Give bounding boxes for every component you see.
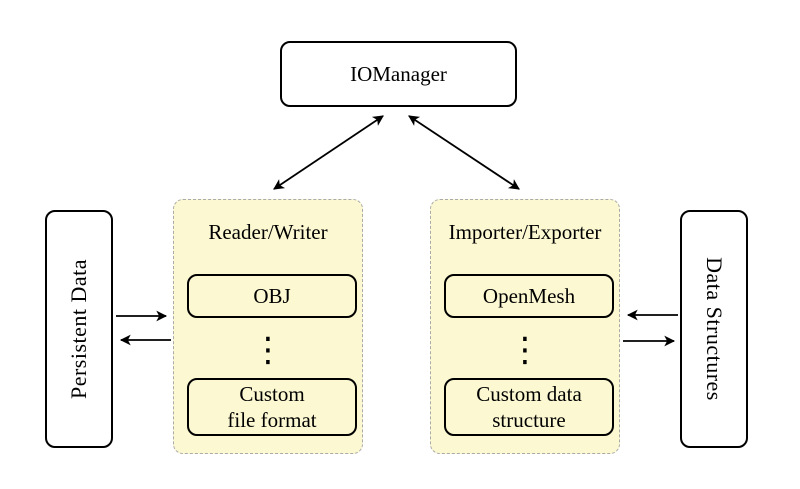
vertical-ellipsis: ⋮ <box>174 328 362 372</box>
iomanager-label: IOManager <box>350 61 447 86</box>
custom-file-format-node: Custom file format <box>187 378 357 436</box>
custom-data-structure-line1: Custom data <box>476 382 582 406</box>
persistent-data-label: Persistent Data <box>66 258 91 400</box>
reader-writer-group: Reader/Writer OBJ ⋮ Custom file format <box>173 199 363 454</box>
openmesh-node: OpenMesh <box>444 274 614 318</box>
importer-exporter-group: Importer/Exporter OpenMesh ⋮ Custom data… <box>430 199 620 454</box>
custom-data-structure-line2: structure <box>492 408 566 432</box>
obj-label: OBJ <box>253 284 291 308</box>
arrow-iomanager-readerwriter <box>273 115 384 190</box>
custom-data-structure-node: Custom data structure <box>444 378 614 436</box>
persistent-data-node: Persistent Data <box>45 210 113 448</box>
custom-file-format-line1: Custom <box>239 382 305 406</box>
openmesh-label: OpenMesh <box>482 284 576 308</box>
vertical-ellipsis-glyph: ⋮ <box>251 330 285 370</box>
obj-node: OBJ <box>187 274 357 318</box>
arrow-iomanager-importerexporter <box>408 115 520 190</box>
importer-exporter-title: Importer/Exporter <box>448 220 602 244</box>
data-structures-label: Data Structures <box>702 257 727 401</box>
data-structures-node: Data Structures <box>680 210 748 448</box>
reader-writer-title: Reader/Writer <box>208 220 328 244</box>
vertical-ellipsis-glyph: ⋮ <box>508 330 542 370</box>
iomanager-node: IOManager <box>280 41 517 107</box>
vertical-ellipsis: ⋮ <box>431 328 619 372</box>
custom-file-format-line2: file format <box>227 408 317 432</box>
